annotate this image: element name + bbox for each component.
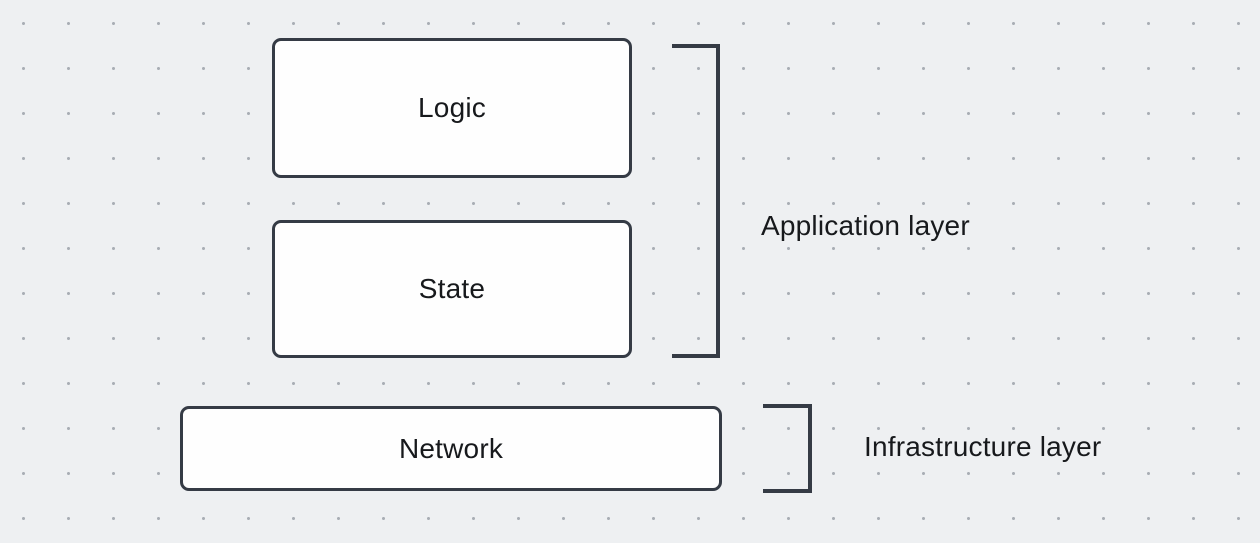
node-network[interactable]: Network: [180, 406, 722, 491]
node-state-label: State: [418, 273, 486, 304]
node-network-label: Network: [398, 432, 504, 464]
node-state[interactable]: State: [272, 220, 632, 358]
application-layer-label[interactable]: Application layer: [761, 210, 970, 241]
node-logic-label: Logic: [418, 92, 486, 123]
node-logic[interactable]: Logic: [272, 38, 632, 178]
infrastructure-layer-bracket[interactable]: [763, 404, 812, 493]
infrastructure-layer-label[interactable]: Infrastructure layer: [864, 431, 1102, 462]
application-layer-bracket[interactable]: [672, 44, 720, 358]
